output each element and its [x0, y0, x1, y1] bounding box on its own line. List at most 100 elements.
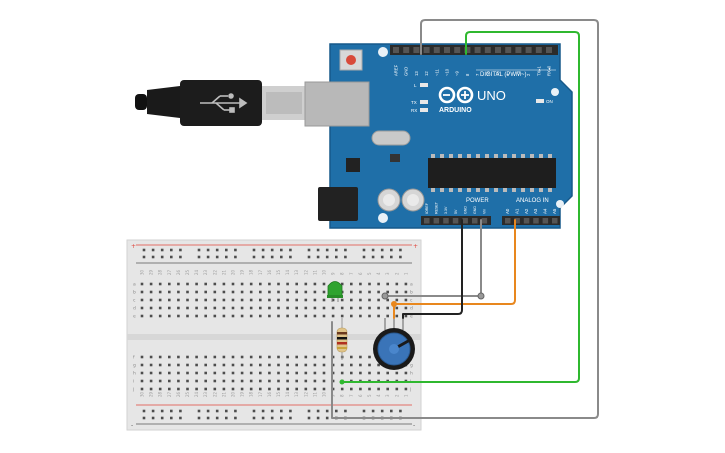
breadboard-hole[interactable] — [322, 355, 326, 359]
breadboard-hole[interactable] — [286, 355, 289, 359]
breadboard-hole[interactable] — [259, 363, 262, 367]
breadboard-hole[interactable] — [240, 363, 244, 367]
breadboard-hole[interactable] — [160, 416, 164, 420]
breadboard-hole[interactable] — [168, 371, 171, 375]
breadboard-hole[interactable] — [195, 298, 198, 302]
header-pin[interactable] — [523, 218, 530, 224]
breadboard-hole[interactable] — [195, 355, 198, 359]
breadboard-hole[interactable] — [259, 371, 262, 375]
breadboard-hole[interactable] — [371, 248, 375, 252]
breadboard-hole[interactable] — [149, 387, 153, 391]
breadboard-hole[interactable] — [213, 306, 217, 310]
breadboard-hole[interactable] — [268, 282, 271, 286]
breadboard-hole[interactable] — [206, 248, 210, 252]
breadboard-hole[interactable] — [286, 387, 289, 391]
breadboard-hole[interactable] — [142, 409, 146, 413]
breadboard-hole[interactable] — [404, 314, 408, 318]
digital-header-pins[interactable] — [393, 47, 552, 53]
breadboard-hole[interactable] — [222, 379, 226, 383]
breadboard-hole[interactable] — [249, 379, 253, 383]
breadboard-hole[interactable] — [404, 306, 408, 310]
breadboard-hole[interactable] — [213, 379, 217, 383]
breadboard-hole[interactable] — [362, 409, 366, 413]
breadboard-hole[interactable] — [295, 387, 298, 391]
breadboard-hole[interactable] — [168, 363, 171, 367]
breadboard-hole[interactable] — [252, 255, 256, 259]
breadboard-hole[interactable] — [168, 306, 171, 310]
breadboard-hole[interactable] — [222, 290, 226, 294]
breadboard-hole[interactable] — [359, 314, 362, 318]
breadboard-hole[interactable] — [307, 255, 311, 259]
breadboard-hole[interactable] — [304, 371, 308, 375]
breadboard-hole[interactable] — [222, 371, 226, 375]
breadboard-hole[interactable] — [149, 306, 153, 310]
breadboard-hole[interactable] — [177, 298, 180, 302]
breadboard-hole[interactable] — [289, 255, 292, 259]
breadboard-hole[interactable] — [151, 255, 155, 259]
breadboard-hole[interactable] — [249, 371, 253, 375]
breadboard-hole[interactable] — [158, 371, 162, 375]
breadboard-hole[interactable] — [362, 248, 366, 252]
breadboard-hole[interactable] — [386, 282, 389, 286]
breadboard-hole[interactable] — [231, 371, 235, 375]
breadboard-hole[interactable] — [322, 387, 326, 391]
breadboard-hole[interactable] — [371, 409, 375, 413]
breadboard-hole[interactable] — [240, 355, 244, 359]
header-pin[interactable] — [423, 47, 430, 53]
breadboard-hole[interactable] — [170, 416, 173, 420]
breadboard-hole[interactable] — [231, 355, 235, 359]
breadboard-hole[interactable] — [304, 298, 308, 302]
header-pin[interactable] — [413, 47, 420, 53]
breadboard-hole[interactable] — [277, 387, 280, 391]
breadboard-hole[interactable] — [204, 355, 207, 359]
breadboard-hole[interactable] — [240, 314, 244, 318]
breadboard-hole[interactable] — [168, 298, 171, 302]
breadboard-hole[interactable] — [286, 298, 289, 302]
breadboard-hole[interactable] — [322, 290, 326, 294]
breadboard-hole[interactable] — [322, 363, 326, 367]
breadboard-hole[interactable] — [213, 371, 217, 375]
breadboard-hole[interactable] — [350, 282, 353, 286]
breadboard-hole[interactable] — [270, 416, 274, 420]
breadboard-hole[interactable] — [350, 387, 353, 391]
breadboard-hole[interactable] — [206, 416, 210, 420]
breadboard-hole[interactable] — [231, 363, 235, 367]
breadboard-hole[interactable] — [280, 409, 283, 413]
header-pin[interactable] — [393, 47, 399, 53]
breadboard-hole[interactable] — [215, 255, 219, 259]
breadboard-hole[interactable] — [404, 282, 408, 286]
breadboard-hole[interactable] — [390, 248, 393, 252]
breadboard-hole[interactable] — [295, 371, 298, 375]
breadboard-hole[interactable] — [177, 379, 180, 383]
breadboard-hole[interactable] — [149, 355, 153, 359]
breadboard-hole[interactable] — [204, 371, 207, 375]
breadboard-hole[interactable] — [395, 306, 399, 310]
breadboard-hole[interactable] — [259, 314, 262, 318]
breadboard-hole[interactable] — [204, 387, 207, 391]
breadboard-hole[interactable] — [225, 255, 228, 259]
breadboard-hole[interactable] — [158, 314, 162, 318]
breadboard-hole[interactable] — [325, 409, 329, 413]
breadboard-hole[interactable] — [213, 290, 217, 294]
breadboard-hole[interactable] — [197, 409, 201, 413]
header-pin[interactable] — [542, 218, 549, 224]
breadboard-hole[interactable] — [142, 248, 146, 252]
breadboard-hole[interactable] — [268, 314, 271, 318]
breadboard-hole[interactable] — [316, 255, 320, 259]
breadboard-hole[interactable] — [313, 387, 317, 391]
breadboard-hole[interactable] — [350, 290, 353, 294]
breadboard-hole[interactable] — [158, 355, 162, 359]
breadboard-hole[interactable] — [151, 416, 155, 420]
breadboard-hole[interactable] — [325, 416, 329, 420]
breadboard-hole[interactable] — [231, 379, 235, 383]
breadboard-hole[interactable] — [222, 282, 226, 286]
breadboard-hole[interactable] — [359, 282, 362, 286]
breadboard-hole[interactable] — [277, 355, 280, 359]
breadboard-hole[interactable] — [261, 255, 265, 259]
breadboard-hole[interactable] — [377, 290, 380, 294]
breadboard-hole[interactable] — [140, 355, 144, 359]
breadboard-hole[interactable] — [179, 248, 182, 252]
breadboard-hole[interactable] — [307, 248, 311, 252]
breadboard-hole[interactable] — [268, 379, 271, 383]
breadboard-hole[interactable] — [335, 248, 338, 252]
